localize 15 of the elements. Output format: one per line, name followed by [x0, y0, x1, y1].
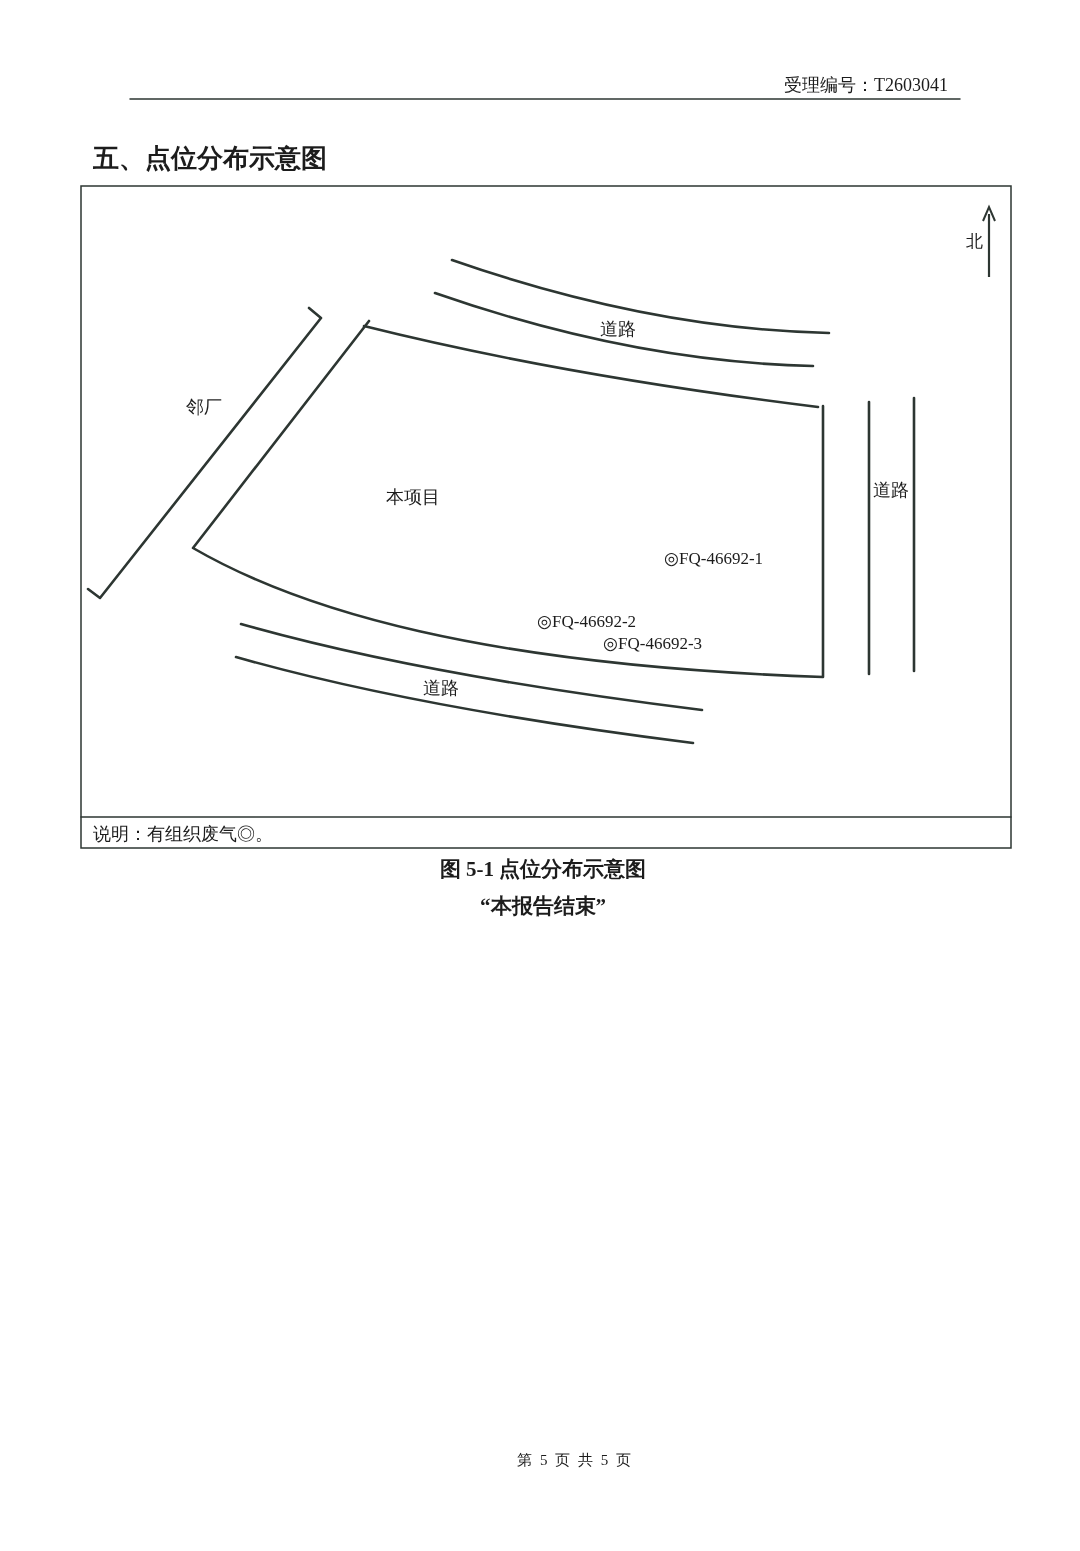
compass-label: 北 — [966, 233, 983, 250]
page-number: 第 5 页 共 5 页 — [517, 1453, 633, 1468]
figure-caption: 图 5-1 点位分布示意图 — [439, 859, 647, 880]
end-note: “本报告结束” — [480, 896, 606, 917]
road-label: 道路 — [873, 481, 909, 499]
section-title: 五、点位分布示意图 — [93, 146, 327, 172]
document-number: 受理编号：T2603041 — [784, 76, 948, 94]
note: 说明：有组织废气◎。 — [93, 825, 273, 843]
area-label: 本项目 — [386, 488, 440, 506]
road-label: 道路 — [423, 679, 459, 697]
area-label: 邻厂 — [186, 398, 222, 416]
road-label: 道路 — [600, 320, 636, 338]
sampling-point-label: ◎FQ-46692-2 — [537, 613, 637, 630]
sampling-point-label: ◎FQ-46692-3 — [603, 635, 703, 652]
sampling-point-label: ◎FQ-46692-1 — [664, 550, 764, 567]
